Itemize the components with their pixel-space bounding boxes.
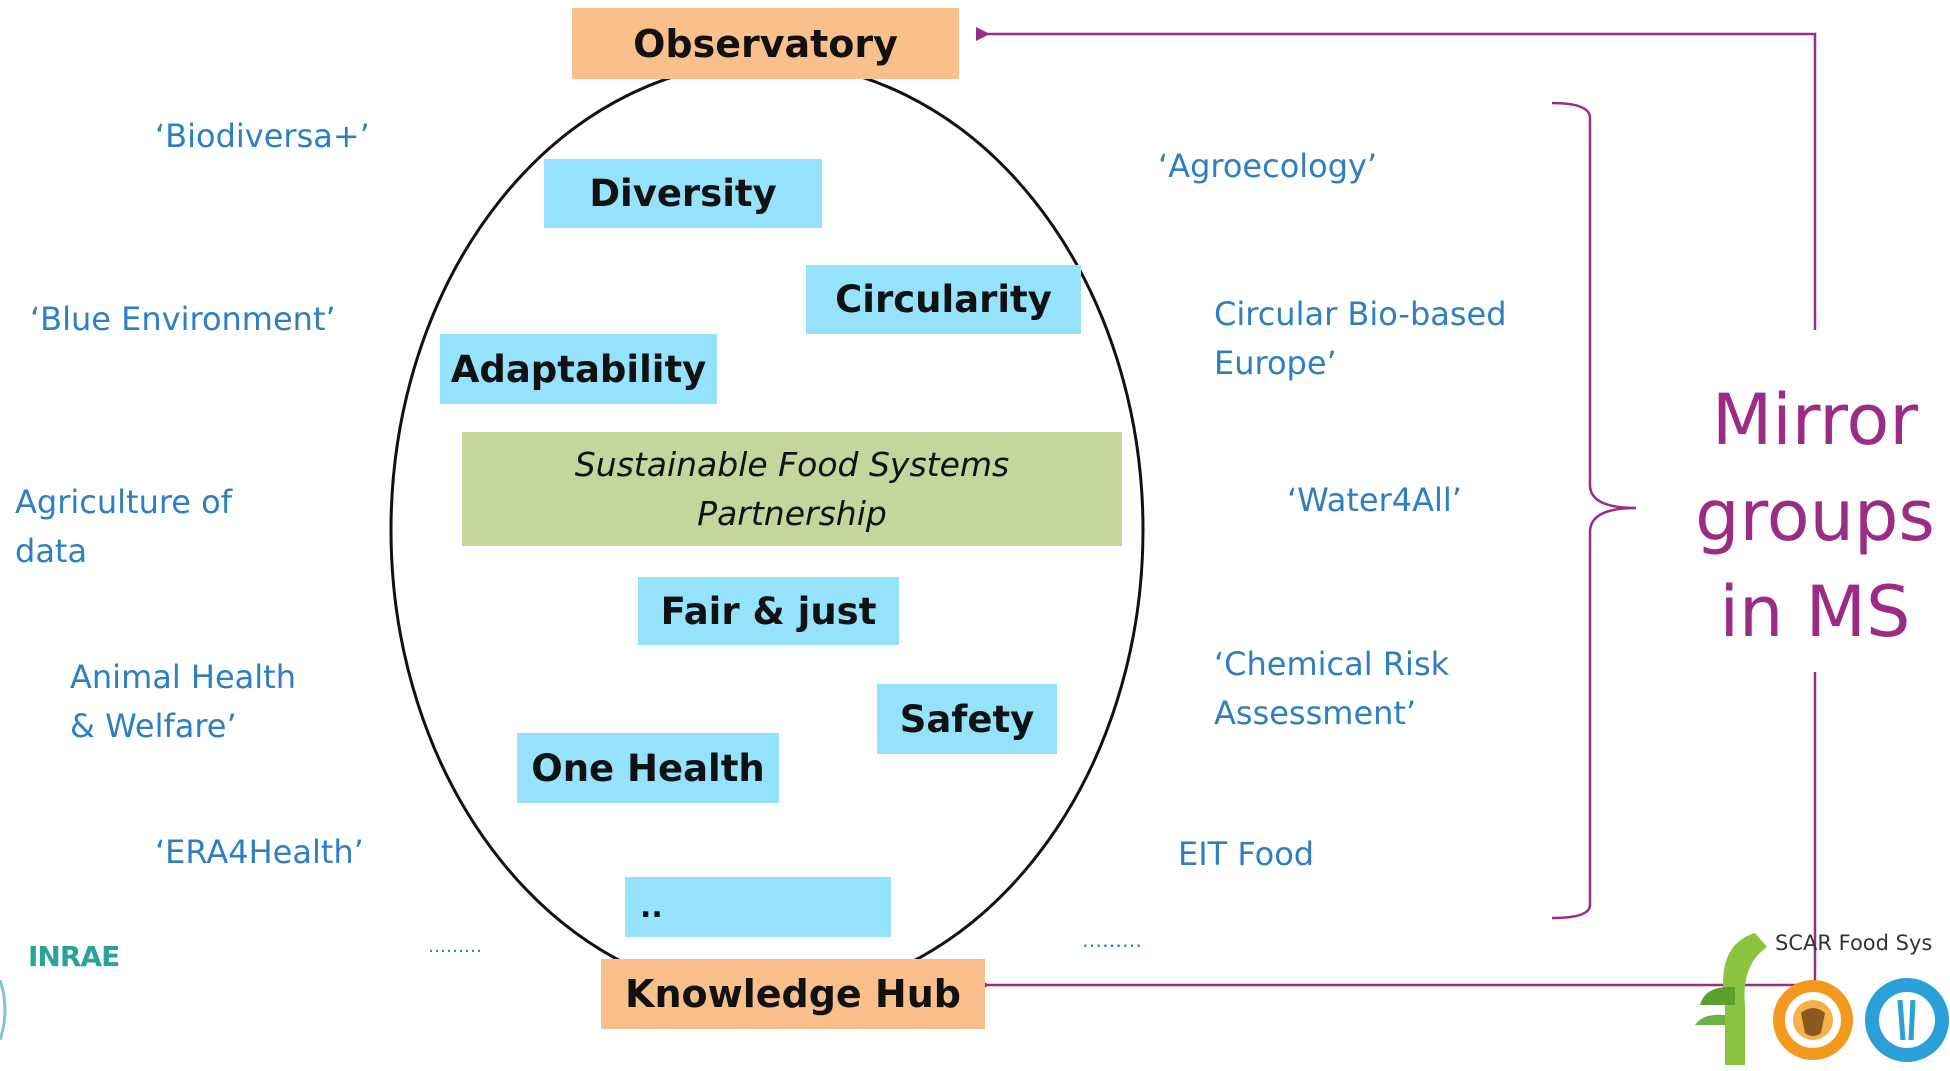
mirror-line1: Mirror [1711, 379, 1919, 461]
arrow-to-observatory [976, 27, 1817, 330]
scar-food-systems-logo: SCAR Food Sys [1695, 925, 1950, 1071]
value-more: .. [625, 877, 891, 937]
right-circular-line1: Circular Bio-based [1214, 295, 1507, 333]
value-adaptability: Adaptability [440, 334, 717, 404]
value-safety: Safety [877, 684, 1057, 754]
right-eit-food: EIT Food [1178, 835, 1315, 873]
right-brace [1551, 101, 1637, 920]
right-chemical-line1: ‘Chemical Risk [1214, 645, 1450, 683]
left-agriculture-line1: Agriculture of [15, 483, 232, 521]
value-diversity: Diversity [544, 159, 822, 228]
left-animal-line2: & Welfare’ [70, 707, 237, 745]
right-circular-bio-based: Circular Bio-based Europe’ [1214, 290, 1507, 388]
value-one-health: One Health [517, 733, 779, 803]
left-biodiversa: ‘Biodiversa+’ [155, 117, 370, 155]
observatory-box: Observatory [572, 8, 959, 79]
right-chemical-line2: Assessment’ [1214, 694, 1417, 732]
right-agroecology: ‘Agroecology’ [1158, 147, 1378, 185]
left-era4health: ‘ERA4Health’ [155, 833, 364, 871]
center-partnership-box: Sustainable Food Systems Partnership [462, 432, 1122, 546]
left-animal-line1: Animal Health [70, 658, 296, 696]
left-edge-arc [0, 980, 7, 1040]
knowledge-hub-box: Knowledge Hub [601, 959, 985, 1029]
mirror-line3: in MS [1719, 571, 1911, 653]
right-ellipsis: ……… [1082, 928, 1142, 952]
left-animal-health: Animal Health & Welfare’ [70, 653, 296, 751]
left-ellipsis: ……… [428, 936, 482, 957]
inrae-logo: INRAE [28, 940, 120, 973]
foq-mark-icon [1695, 933, 1949, 1065]
left-agriculture-line2: data [15, 532, 88, 570]
value-fair-and-just: Fair & just [638, 577, 899, 645]
right-chemical-risk: ‘Chemical Risk Assessment’ [1214, 640, 1449, 738]
right-water4all: ‘Water4All’ [1287, 481, 1462, 519]
center-title-line1: Sustainable Food Systems [574, 445, 1010, 484]
left-agriculture-of-data: Agriculture of data [15, 478, 232, 576]
right-circular-line2: Europe’ [1214, 344, 1337, 382]
value-circularity: Circularity [806, 265, 1081, 334]
left-blue-environment: ‘Blue Environment’ [30, 300, 336, 338]
center-title-line2: Partnership [697, 494, 887, 533]
mirror-line2: groups [1695, 475, 1935, 557]
scar-logo-text: SCAR Food Sys [1775, 931, 1933, 955]
mirror-groups-label: Mirror groups in MS [1684, 372, 1946, 660]
